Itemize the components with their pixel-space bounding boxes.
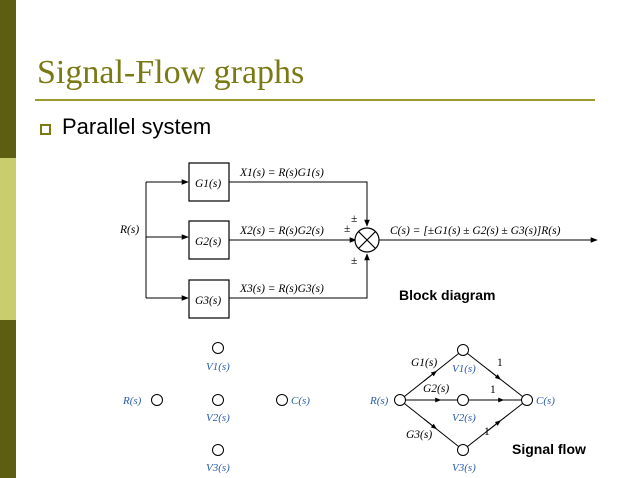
- sidebar-stripe: [0, 0, 16, 478]
- sign-left: ±: [344, 223, 350, 235]
- sign-top: ±: [351, 213, 357, 225]
- sidebar-segment-middle: [0, 158, 16, 320]
- bullet-square-icon: [40, 124, 51, 135]
- sf-label-v1: V1(s): [452, 363, 476, 375]
- x2-label: X2(s) = R(s)G2(s): [239, 225, 324, 237]
- signal-flow-nodes: V1(s) R(s) V2(s) C(s) V3(s): [122, 342, 310, 474]
- arrow-r-v3: [423, 418, 437, 430]
- arrow-v1-c: [487, 369, 501, 380]
- node-r-label: R(s): [122, 395, 142, 407]
- sf-label-v3: V3(s): [452, 462, 476, 474]
- block-g2-label: G2(s): [195, 236, 221, 248]
- block-g1-label: G1(s): [195, 178, 221, 190]
- sf-gain-one-mid: 1: [490, 384, 496, 396]
- sidebar-segment-bottom: [0, 320, 16, 478]
- node-c-label: C(s): [291, 395, 310, 407]
- node-v2-label: V2(s): [206, 412, 230, 424]
- node-v1-label: V1(s): [206, 361, 230, 373]
- node-r: [151, 394, 163, 406]
- path-x1: [229, 181, 370, 227]
- sf-gain-g3: G3(s): [406, 429, 432, 441]
- node-v1: [212, 342, 224, 354]
- sf-node-v3: [457, 444, 469, 456]
- sign-bottom: ±: [351, 255, 357, 267]
- block-diagram-caption: Block diagram: [399, 287, 495, 303]
- signal-flow-caption: Signal flow: [512, 441, 586, 457]
- block-input-label: R(s): [119, 224, 139, 236]
- node-v3: [212, 444, 224, 456]
- node-v2: [212, 394, 224, 406]
- block-diagram: R(s) G1(s) G2(s) G3(s) X1(s) = R(s)G1(s)…: [119, 162, 598, 319]
- summing-junction-cross-b: [358, 231, 376, 249]
- sf-gain-g2: G2(s): [423, 383, 449, 395]
- arrow-r-v1: [423, 370, 437, 382]
- x3-label: X3(s) = R(s)G3(s): [239, 283, 324, 295]
- sf-gain-one-bot: 1: [484, 426, 490, 438]
- sf-gain-one-top: 1: [497, 357, 503, 369]
- path-x3: [229, 253, 370, 299]
- sf-node-r: [394, 394, 406, 406]
- signal-flow-graph: R(s) C(s) V1(s) V2(s) V3(s) G1(s) G2(s) …: [369, 344, 586, 474]
- output-label: C(s) = [±G1(s) ± G2(s) ± G3(s)]R(s): [390, 225, 561, 237]
- sf-label-r: R(s): [369, 395, 389, 407]
- sf-node-c: [521, 394, 533, 406]
- sf-node-v2: [457, 394, 469, 406]
- arrow-v3-c: [487, 420, 501, 431]
- node-c: [276, 394, 288, 406]
- sf-gain-g1: G1(s): [411, 357, 437, 369]
- node-v3-label: V3(s): [206, 462, 230, 474]
- sf-node-v1: [457, 344, 469, 356]
- bullet-text: Parallel system: [62, 114, 212, 139]
- slide-title: Signal-Flow graphs: [37, 54, 305, 91]
- sf-label-c: C(s): [536, 395, 555, 407]
- block-g3: [188, 279, 230, 319]
- sf-label-v2: V2(s): [452, 412, 476, 424]
- block-g3-label: G3(s): [195, 295, 221, 307]
- x1-label: X1(s) = R(s)G1(s): [239, 167, 324, 179]
- title-underline: [35, 99, 595, 101]
- sidebar-segment-top: [0, 0, 16, 158]
